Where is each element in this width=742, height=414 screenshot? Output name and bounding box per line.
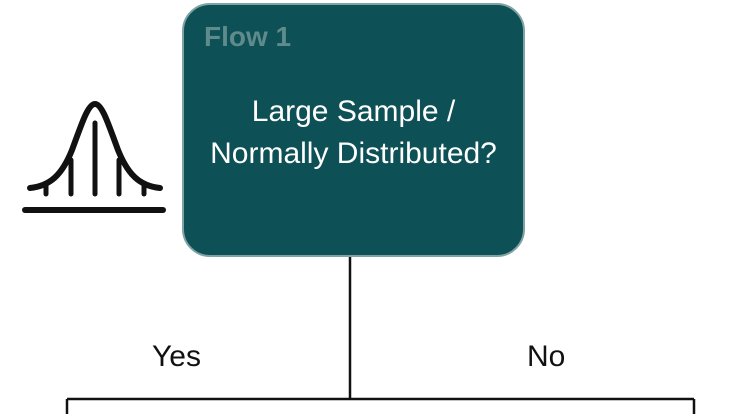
question-line-1: Large Sample /	[251, 95, 456, 128]
question-line-2: Normally Distributed?	[210, 137, 497, 170]
decision-question: Large Sample / Normally Distributed?	[184, 91, 523, 175]
branch-label-no: No	[527, 340, 566, 373]
branch-label-yes: Yes	[152, 340, 201, 373]
decision-node: Flow 1 Large Sample / Normally Distribut…	[182, 3, 525, 257]
flow-tag: Flow 1	[204, 21, 292, 52]
